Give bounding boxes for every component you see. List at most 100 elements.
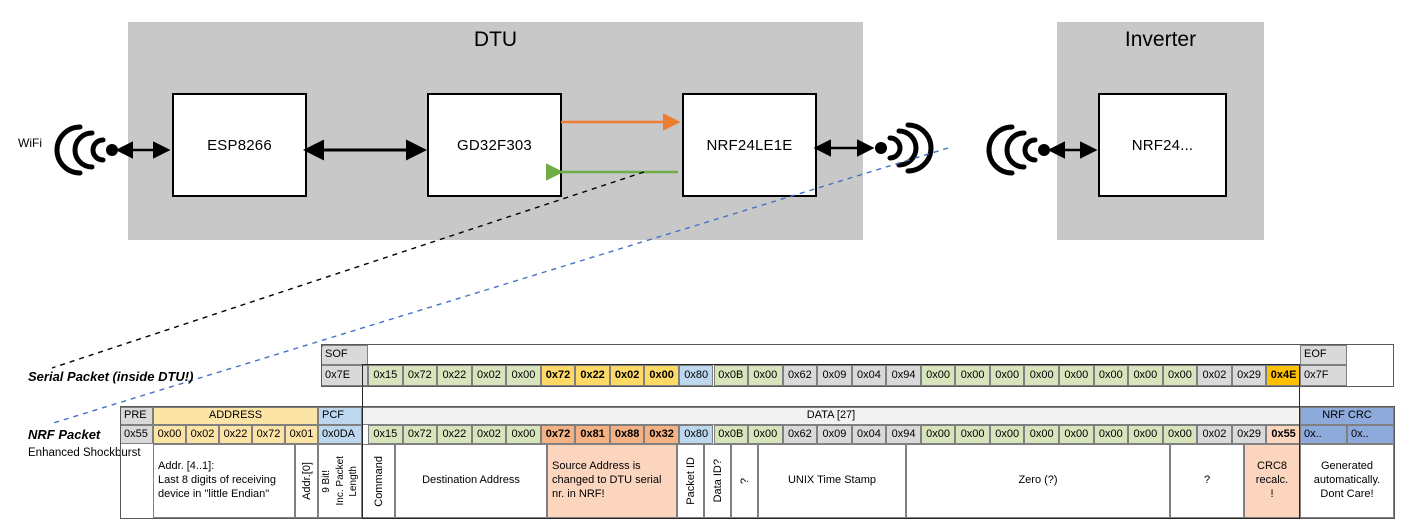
nrf-byte-6: 0x81 <box>575 425 610 444</box>
serial-byte-26: 0x4E <box>1266 365 1301 386</box>
serial-byte-25: 0x29 <box>1231 365 1267 386</box>
serial-byte-17: 0x00 <box>955 365 990 386</box>
desc-source: Source Address is changed to DTU serial … <box>547 444 677 518</box>
desc-packet-id: Packet ID <box>677 444 704 518</box>
nrf-byte-2: 0x22 <box>437 425 472 444</box>
desc-crc8-line-c: ! <box>1270 487 1274 500</box>
nrf-address-byte-0: 0x00 <box>153 425 186 444</box>
nrf-byte-25: 0x29 <box>1231 425 1267 444</box>
serial-byte-5: 0x72 <box>540 365 576 386</box>
desc-address-line: Addr. [4..1]: Last 8 digits of receiving… <box>158 460 277 500</box>
desc-destination: Destination Address <box>395 444 547 518</box>
serial-byte-22: 0x00 <box>1128 365 1163 386</box>
nrf-address-header: ADDRESS <box>153 407 318 425</box>
nrf-byte-22: 0x00 <box>1128 425 1163 444</box>
wifi-antenna-icon <box>54 124 106 176</box>
serial-byte-0: 0x15 <box>368 365 403 386</box>
nrf-byte-21: 0x00 <box>1093 425 1129 444</box>
desc-pcf-line-c: Length <box>347 465 359 497</box>
desc-destination-label: Destination Address <box>422 474 520 487</box>
nrf-pcf-header: PCF <box>318 407 362 425</box>
desc-zero: Zero (?) <box>906 444 1170 518</box>
desc-unix-timestamp: UNIX Time Stamp <box>758 444 906 518</box>
desc-address-l0: Addr.[0] <box>295 444 318 518</box>
serial-byte-14: 0x04 <box>851 365 887 386</box>
nrf-byte-26: 0x55 <box>1266 425 1301 444</box>
desc-zero-label: Zero (?) <box>1018 474 1058 487</box>
wifi-label: WiFi <box>18 136 42 150</box>
dtu-antenna-dot <box>875 142 887 154</box>
serial-byte-8: 0x00 <box>644 365 679 386</box>
nrf-byte-16: 0x00 <box>920 425 956 444</box>
desc-command-label: Command <box>372 455 385 507</box>
callout-serial-dashed <box>51 171 645 369</box>
desc-pcf: 9 Bit! Inc. Packet Length <box>318 444 362 518</box>
nrf-byte-10: 0x0B <box>713 425 749 444</box>
serial-byte-7: 0x02 <box>609 365 645 386</box>
desc-unknown: ? <box>1170 444 1244 518</box>
desc-packet-id-label: Packet ID <box>684 457 697 505</box>
serial-byte-3: 0x02 <box>471 365 507 386</box>
nrf-byte-20: 0x00 <box>1059 425 1094 444</box>
wifi-antenna-dot <box>106 144 118 156</box>
nrf-data-header: DATA [27] <box>362 407 1300 425</box>
nrf-pre-value: 0x55 <box>120 425 153 444</box>
desc-data-id-label: Data ID? <box>711 459 724 503</box>
serial-byte-11: 0x00 <box>748 365 783 386</box>
nrf-byte-23: 0x00 <box>1162 425 1198 444</box>
desc-crc-gen-line-b: automatically. <box>1313 474 1381 487</box>
serial-byte-21: 0x00 <box>1093 365 1129 386</box>
serial-byte-4: 0x00 <box>506 365 541 386</box>
nrf-byte-4: 0x00 <box>506 425 541 444</box>
desc-crc-gen-line-c: Dont Care! <box>1320 487 1374 500</box>
nrf-byte-18: 0x00 <box>989 425 1025 444</box>
serial-packet-row-label: Serial Packet (inside DTU!) <box>28 369 194 384</box>
nrf-byte-24: 0x02 <box>1197 425 1232 444</box>
serial-byte-6: 0x22 <box>575 365 610 386</box>
serial-eof-header: EOF <box>1300 345 1347 365</box>
nrf-address-byte-2: 0x22 <box>219 425 252 444</box>
nrf-packet-row-label: NRF Packet <box>28 427 101 442</box>
serial-byte-2: 0x22 <box>437 365 472 386</box>
nrf-packet-sub-label: Enhanced Shockburst <box>28 447 141 459</box>
desc-crc8-line-a: CRC8 <box>1257 460 1287 473</box>
desc-crc8-line-b: recalc. <box>1255 474 1289 487</box>
desc-tilde: ? <box>731 444 758 518</box>
nrf-byte-19: 0x00 <box>1024 425 1059 444</box>
serial-eof-value: 0x7F <box>1300 365 1347 386</box>
nrf-pcf-value: 0x0DA <box>318 425 362 444</box>
serial-byte-20: 0x00 <box>1059 365 1094 386</box>
desc-crc8: CRC8 recalc. ! <box>1244 444 1300 518</box>
desc-pcf-line-a: 9 Bit! <box>321 469 333 493</box>
nrf-address-byte-1: 0x02 <box>186 425 219 444</box>
nrf-byte-8: 0x32 <box>644 425 679 444</box>
nrf-byte-1: 0x72 <box>402 425 438 444</box>
serial-sof-header-pad <box>321 345 323 347</box>
serial-byte-24: 0x02 <box>1197 365 1232 386</box>
chip-gd32f303: GD32F303 <box>427 93 562 197</box>
desc-crc-generated: Generated automatically. Dont Care! <box>1300 444 1394 518</box>
nrf-pre-header: PRE <box>120 407 153 425</box>
desc-data-id: Data ID? <box>704 444 731 518</box>
nrf-byte-12: 0x62 <box>782 425 818 444</box>
nrf-byte-5: 0x72 <box>540 425 576 444</box>
serial-byte-18: 0x00 <box>989 365 1025 386</box>
serial-byte-12: 0x62 <box>782 365 818 386</box>
nrf-byte-0: 0x15 <box>368 425 403 444</box>
chip-esp8266: ESP8266 <box>172 93 307 197</box>
desc-tilde-label: ? <box>738 477 751 485</box>
inverter-antenna-dot <box>1038 144 1050 156</box>
nrf-crc-value-0: 0x.. <box>1300 425 1347 444</box>
nrf-crc-header: NRF CRC <box>1300 407 1394 425</box>
serial-byte-16: 0x00 <box>920 365 956 386</box>
serial-byte-1: 0x72 <box>402 365 438 386</box>
nrf-byte-7: 0x88 <box>609 425 645 444</box>
nrf-byte-13: 0x09 <box>817 425 852 444</box>
serial-sof-header: SOF <box>321 345 368 365</box>
nrf-address-byte-4: 0x01 <box>285 425 318 444</box>
desc-unknown-label: ? <box>1203 474 1211 487</box>
dtu-antenna-icon <box>887 122 934 174</box>
inverter-title: Inverter <box>1124 28 1197 51</box>
desc-crc-gen-line-a: Generated <box>1321 460 1373 473</box>
desc-address-l0-label: Addr.[0] <box>300 462 313 500</box>
